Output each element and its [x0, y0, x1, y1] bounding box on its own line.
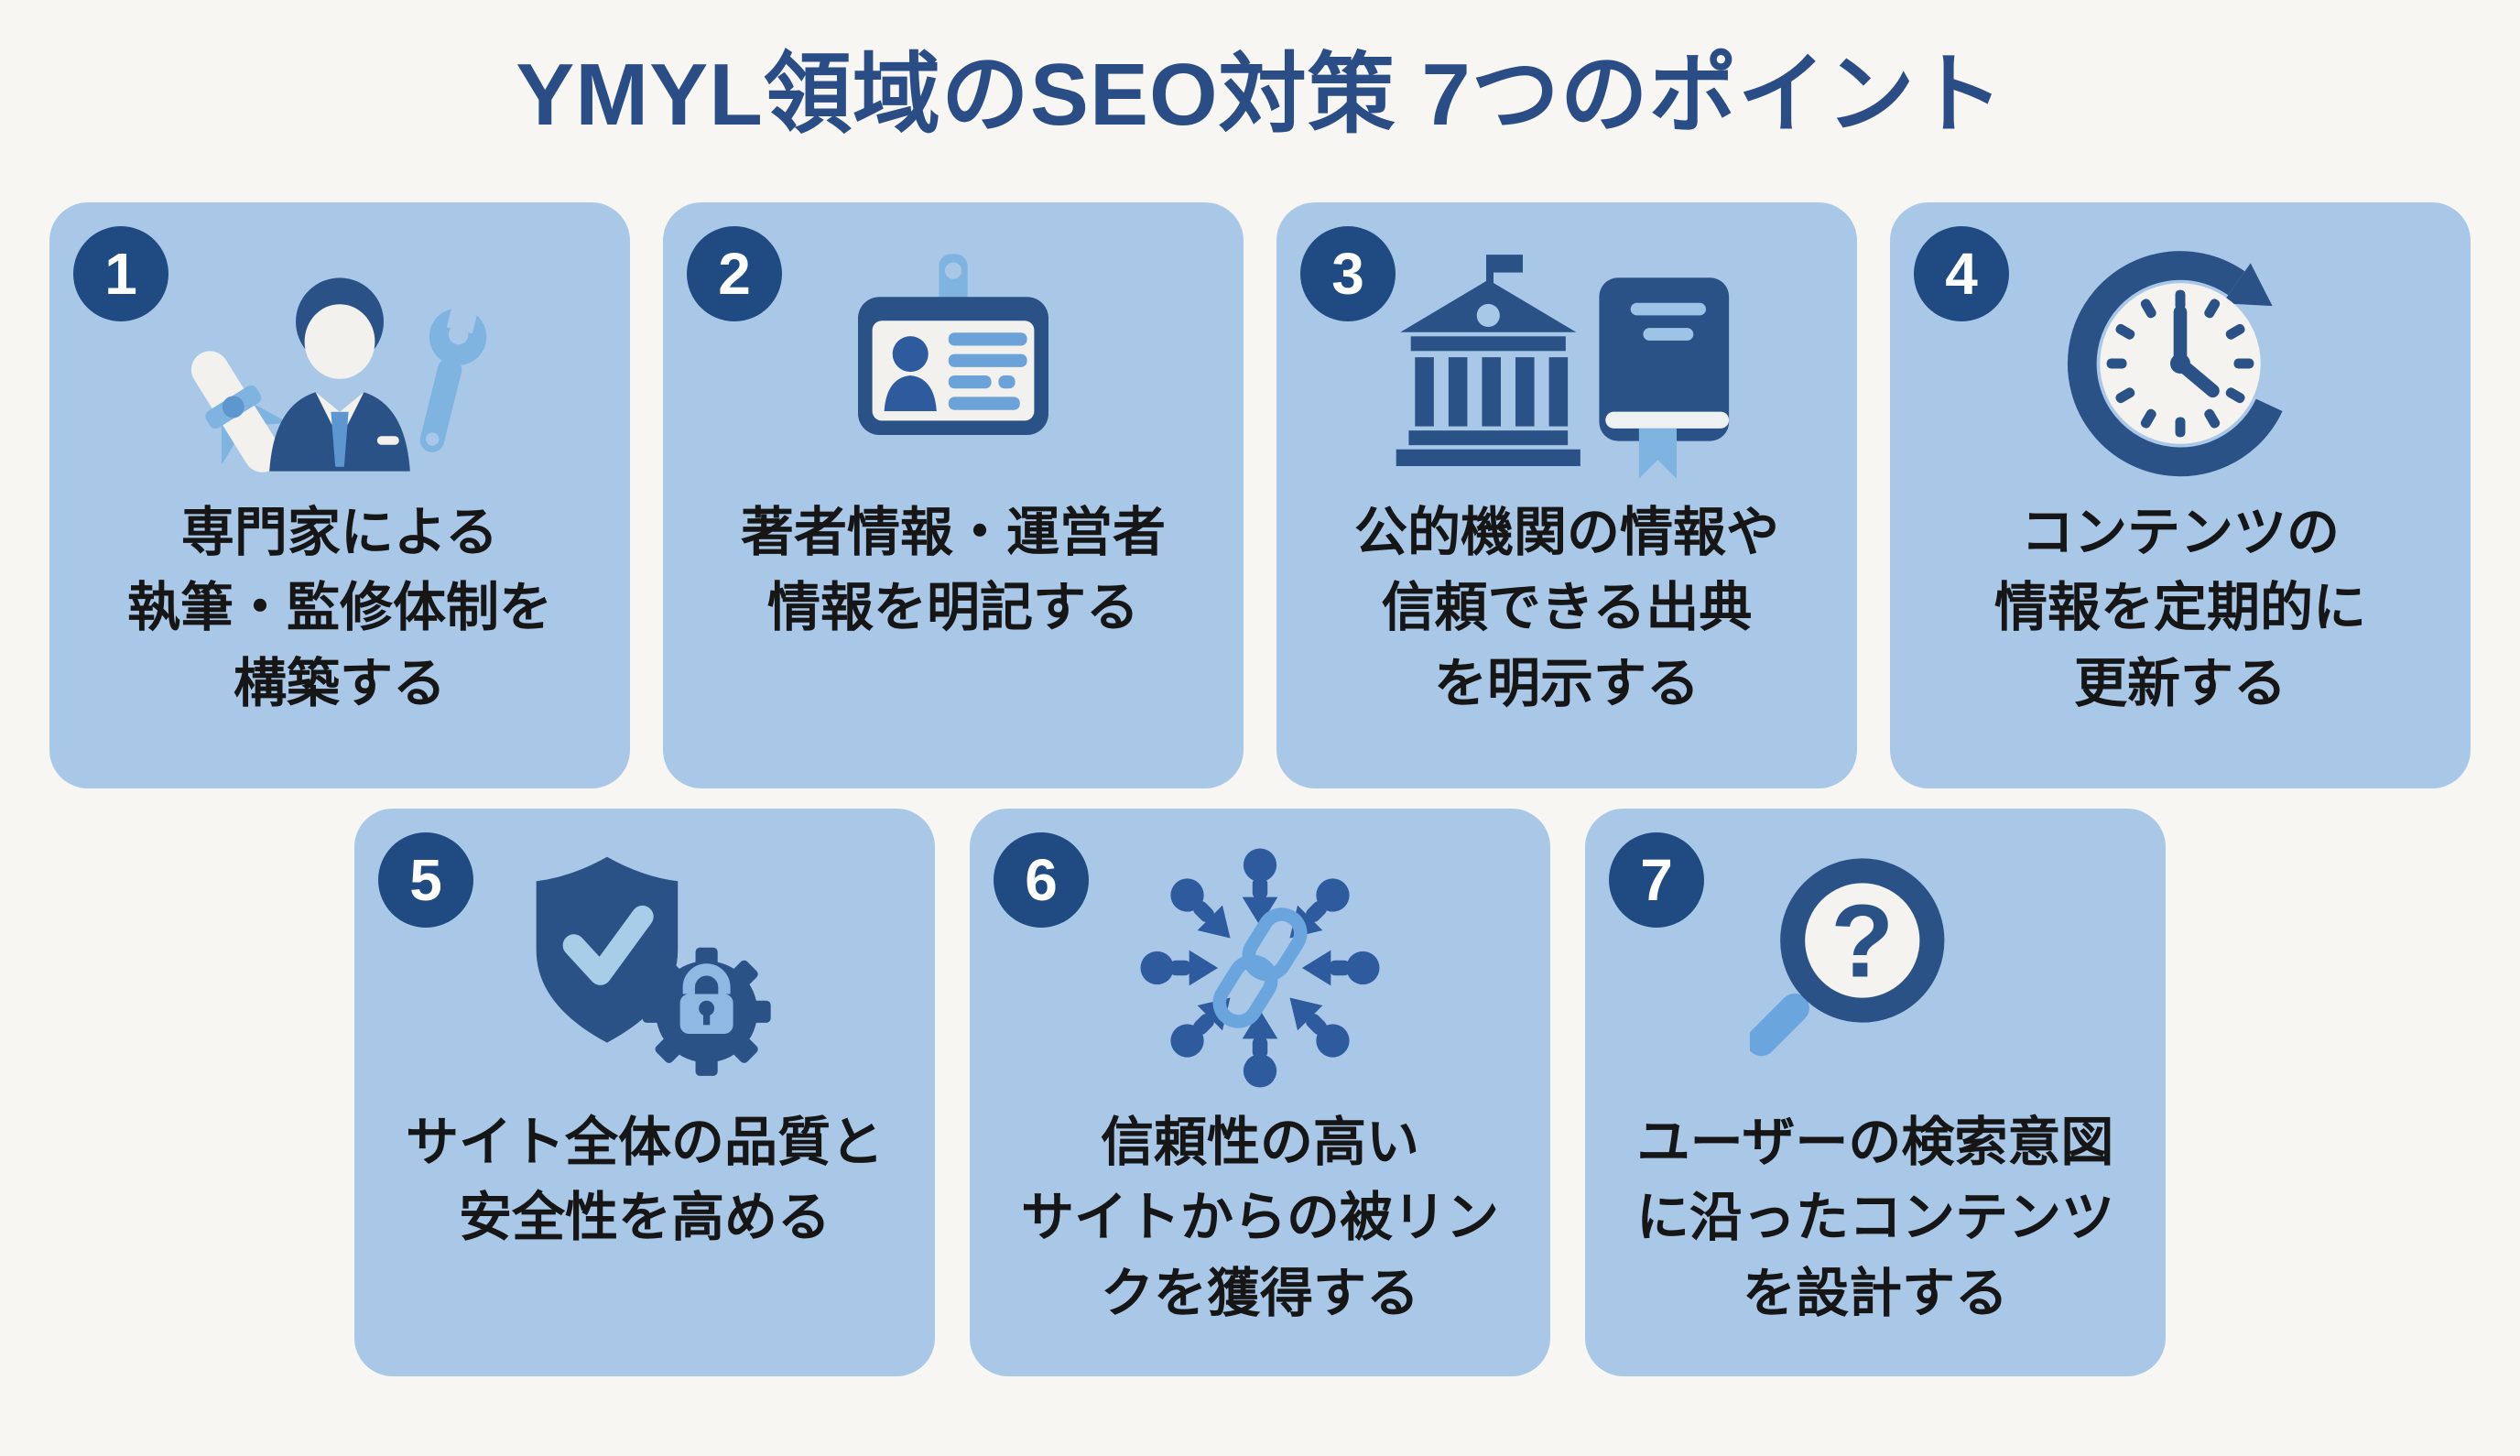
- quality-security-icon: [536, 857, 771, 1077]
- card-6-caption: 信頼性の高い サイトからの被リン クを獲得する: [1020, 1112, 1499, 1323]
- card-5: 5: [354, 808, 935, 1376]
- card-2-number-badge: 2: [687, 225, 782, 321]
- page-title: YMYL領域のSEO対策 7つのポイント: [516, 46, 2004, 144]
- card-1-caption: 専門家による 執筆・監修体制を 構築する: [126, 502, 552, 713]
- cards-row-1: 1: [0, 201, 2520, 788]
- card-1: 1: [49, 201, 630, 788]
- card-6-number: 6: [1025, 846, 1058, 913]
- card-5-number: 5: [409, 846, 442, 913]
- card-1-number: 1: [104, 240, 137, 307]
- card-3-number-badge: 3: [1300, 225, 1396, 321]
- card-2: 2 著者情報・運営者 情報を明記する: [663, 201, 1244, 788]
- card-2-icon-area: [663, 241, 1244, 486]
- card-5-number-badge: 5: [378, 831, 473, 928]
- card-2-caption: 著者情報・運営者 情報を明記する: [740, 502, 1166, 638]
- card-6-icon-area: [970, 840, 1550, 1096]
- card-2-number: 2: [718, 240, 751, 307]
- card-6-number-badge: 6: [994, 831, 1089, 928]
- card-1-icon-area: [49, 241, 630, 486]
- card-7-number-badge: 7: [1609, 831, 1704, 928]
- cards-row-2: 5: [0, 808, 2520, 1376]
- card-7-caption: ユーザーの検索意図 に沿ったコンテンツ を設計する: [1635, 1112, 2114, 1323]
- card-4-number-badge: 4: [1914, 225, 2009, 321]
- card-4: 4: [1890, 201, 2471, 788]
- card-3-icon-area: [1276, 241, 1857, 486]
- card-7: 7 ? ユーザーの検索意図 に沿ったコンテンツ を設計する: [1585, 808, 2166, 1376]
- card-3-caption: 公的機関の情報や 信頼できる出典 を明示する: [1353, 502, 1779, 713]
- card-1-number-badge: 1: [73, 225, 168, 321]
- official-source-icon: [1396, 254, 1730, 479]
- update-clock-icon: [2067, 250, 2283, 476]
- expert-supervision-icon: [190, 277, 487, 473]
- card-5-icon-area: [354, 840, 935, 1096]
- card-4-icon-area: [1890, 241, 2471, 486]
- card-4-caption: コンテンツの 情報を定期的に 更新する: [1993, 502, 2366, 713]
- card-3-number: 3: [1331, 240, 1364, 307]
- card-7-number: 7: [1640, 846, 1673, 913]
- card-7-icon-area: ?: [1585, 840, 2166, 1096]
- author-id-badge-icon: [858, 254, 1048, 435]
- card-5-caption: サイト全体の品質と 安全性を高める: [405, 1112, 884, 1248]
- card-6: 6: [970, 808, 1550, 1376]
- card-4-number: 4: [1945, 240, 1978, 307]
- svg-text:?: ?: [1830, 884, 1894, 999]
- search-intent-icon: ?: [1749, 858, 1944, 1057]
- card-3: 3: [1276, 201, 1857, 788]
- backlink-icon: [1140, 848, 1380, 1088]
